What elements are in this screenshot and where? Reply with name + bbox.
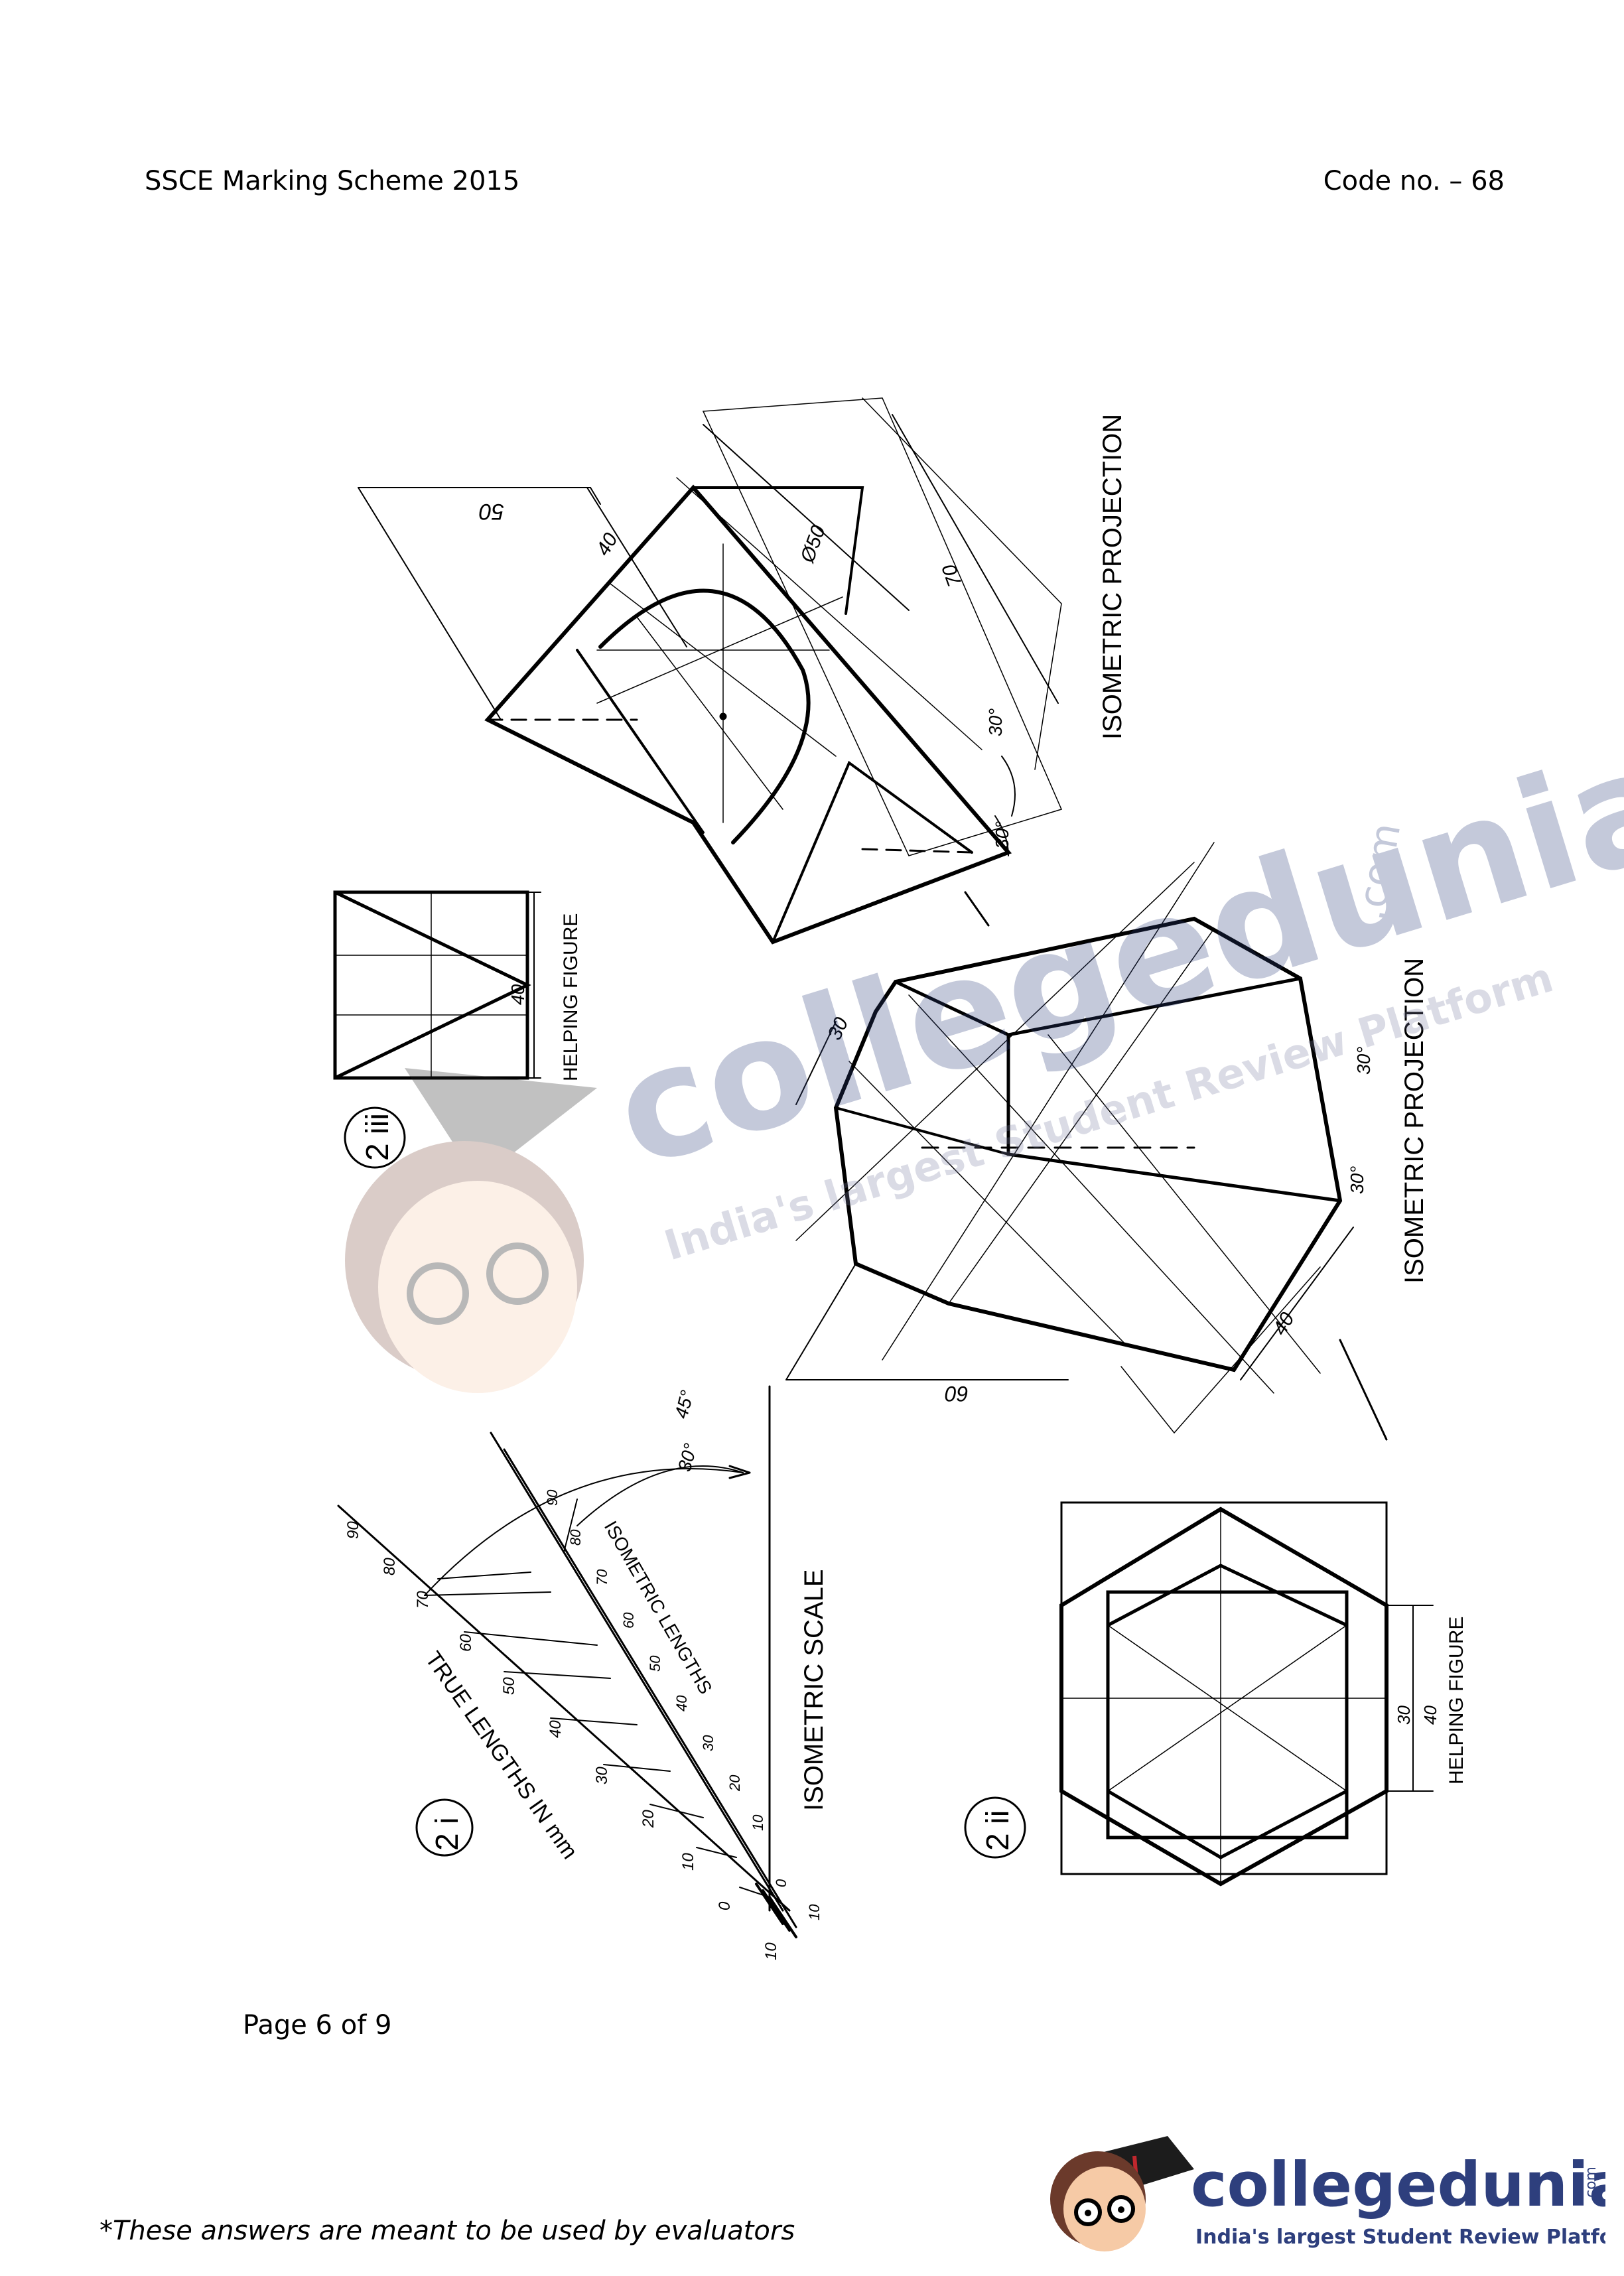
footer-evaluator-note: *These answers are meant to be used by e… — [100, 2216, 795, 2246]
iso-tick-30: 30 — [700, 1735, 716, 1751]
scale-angle-45-label: 45° — [671, 1388, 698, 1421]
angle-30-a-label: 30° — [985, 708, 1006, 736]
true-tick-40: 40 — [547, 1720, 565, 1738]
page-number: Page 6 of 9 — [243, 2010, 392, 2041]
angle-30-b-label: 30° — [992, 821, 1012, 849]
true-length-ticks: 10 0 10 20 30 40 50 60 70 80 90 — [344, 1521, 780, 1960]
isometric-scale-label: ISOMETRIC SCALE — [799, 1569, 829, 1811]
dim-phi50-label: Ø50 — [796, 523, 830, 567]
dim-40-top-label: 40 — [592, 529, 622, 560]
helping-dim-40-label: 40 — [1420, 1706, 1440, 1725]
helping-figure-top-label: HELPING FIGURE — [560, 913, 582, 1081]
angle-30-d-label: 30° — [1353, 1047, 1374, 1075]
true-tick-60: 60 — [457, 1634, 475, 1652]
fig-label-2iii: 2 iii — [344, 1106, 406, 1169]
true-tick-10: 10 — [679, 1853, 697, 1871]
dim-60-label: 60 — [945, 1382, 969, 1406]
helping-40-top-label: 40 — [508, 984, 528, 1005]
iso-tick-80: 80 — [567, 1529, 584, 1546]
helping-figure-bottom-label: HELPING FIGURE — [1446, 1617, 1467, 1784]
fig-label-2i-text: 2 i — [430, 1817, 465, 1851]
logo-suffix: .com — [1583, 2167, 1599, 2202]
header-left-title: SSCE Marking Scheme 2015 — [145, 166, 520, 196]
true-tick-20: 20 — [640, 1810, 657, 1828]
true-tick-70: 70 — [414, 1591, 432, 1609]
isometric-length-ticks: 10 0 10 20 30 40 50 60 70 80 90 — [544, 1489, 823, 1920]
figure-2ii-isometric-projection — [785, 842, 1388, 1441]
logo-brand: collegedunia — [1191, 2149, 1605, 2220]
dim-70-label: 70 — [938, 561, 967, 590]
iso-tick-10a: 10 — [806, 1904, 823, 1920]
logo-tagline: India's largest Student Review Platform — [1195, 2226, 1605, 2249]
collegedunia-footer-logo: collegedunia .com India's largest Studen… — [1050, 2136, 1605, 2251]
helping-figure-top — [333, 890, 541, 1080]
iso-tick-50: 50 — [647, 1655, 663, 1672]
figure-2iii-isometric-projection — [358, 397, 1063, 945]
iso-projection-mid-label: ISOMETRIC PROJECTION — [1400, 958, 1429, 1284]
angle-30-c-label: 30° — [1347, 1166, 1367, 1194]
true-tick-80: 80 — [381, 1558, 399, 1575]
fig-label-2i: 2 i — [415, 1798, 474, 1857]
true-tick-10a: 10 — [762, 1942, 780, 1960]
iso-tick-70: 70 — [594, 1569, 610, 1585]
iso-projection-top-label: ISOMETRIC PROJECTION — [1098, 414, 1127, 740]
true-tick-50: 50 — [500, 1677, 518, 1695]
iso-tick-90: 90 — [544, 1489, 561, 1506]
collegedunia-watermark: collegedunia .com India's largest Studen… — [345, 712, 1624, 1393]
helping-dim-30-label: 30 — [1394, 1706, 1414, 1725]
iso-tick-20: 20 — [726, 1774, 743, 1792]
helping-figure-bottom — [1059, 1501, 1434, 1887]
true-tick-30: 30 — [593, 1767, 611, 1784]
fig-label-2iii-text: 2 iii — [360, 1113, 395, 1161]
figure-2i-isometric-scale — [337, 1385, 797, 1938]
dim-50-label: 50 — [479, 499, 504, 524]
fig-label-2ii: 2 ii — [964, 1796, 1026, 1859]
iso-tick-40: 40 — [673, 1695, 690, 1711]
iso-tick-10: 10 — [750, 1814, 766, 1831]
iso-tick-60: 60 — [620, 1612, 637, 1629]
iso-tick-0: 0 — [773, 1879, 789, 1887]
fig-label-2ii-text: 2 ii — [981, 1810, 1016, 1851]
mascot-icon — [1050, 2136, 1194, 2251]
true-tick-0: 0 — [716, 1901, 734, 1910]
watermark-mascot-icon — [345, 1068, 597, 1393]
header-code-number: Code no. – 68 — [1323, 166, 1505, 196]
true-tick-90: 90 — [344, 1521, 362, 1539]
